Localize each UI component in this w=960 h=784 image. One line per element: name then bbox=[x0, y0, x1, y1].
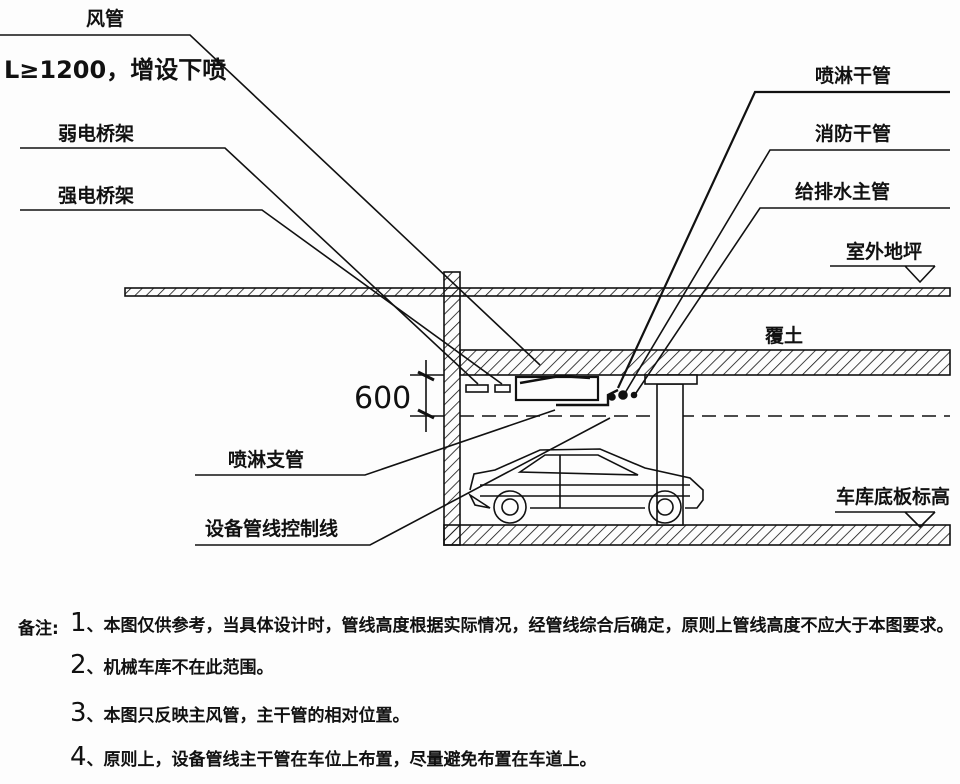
outdoor-grade-label: 室外地坪 bbox=[846, 240, 922, 263]
dimension-600: 600 bbox=[354, 381, 411, 416]
add-sprinkler-label: L≥1200，增设下喷 bbox=[4, 56, 226, 84]
weak-tray-shape bbox=[465, 384, 489, 393]
notes-title: 备注: bbox=[18, 619, 59, 639]
column-cap bbox=[644, 374, 698, 385]
note-number: 1 bbox=[70, 608, 87, 638]
sprinkler-main-leader bbox=[617, 90, 950, 389]
air-duct-label: 风管 bbox=[86, 7, 124, 30]
garage-floor-mark bbox=[835, 511, 936, 529]
note-3: 3、本图只反映主风管，主干管的相对位置。 bbox=[70, 698, 410, 728]
pipe-circle bbox=[630, 391, 638, 399]
sprinkler-branch-label: 喷淋支管 bbox=[228, 448, 304, 471]
ground-line bbox=[124, 287, 951, 297]
strong-tray-label: 强电桥架 bbox=[58, 184, 134, 207]
garage-floor-label: 车库底板标高 bbox=[836, 485, 950, 508]
control-line-leader bbox=[195, 417, 611, 546]
weak-tray-label: 弱电桥架 bbox=[58, 122, 134, 145]
note-4: 4、原则上，设备管线主干管在车位上布置，尽量避免布置在车道上。 bbox=[70, 742, 597, 772]
floor-slab bbox=[443, 524, 951, 546]
water-main-leader bbox=[635, 207, 950, 394]
water-main-label: 给排水主管 bbox=[795, 180, 890, 203]
strong-tray-leader bbox=[20, 209, 503, 385]
fire-main-leader bbox=[624, 149, 950, 394]
sprinkler-pipe bbox=[556, 388, 619, 407]
sprinkler-branch-leader bbox=[195, 409, 556, 476]
car-icon bbox=[467, 448, 704, 524]
column bbox=[656, 383, 684, 526]
sprinkler-main-label: 喷淋干管 bbox=[815, 64, 891, 87]
pipe-circle bbox=[608, 393, 616, 401]
strong-tray-shape bbox=[494, 384, 511, 393]
air-duct-leader bbox=[0, 34, 541, 366]
note-number: 2 bbox=[70, 650, 87, 680]
control-line-label: 设备管线控制线 bbox=[205, 517, 338, 540]
roof-slab bbox=[459, 349, 951, 376]
soil-cover-label: 覆土 bbox=[764, 325, 803, 347]
note-number: 3 bbox=[70, 698, 87, 728]
note-number: 4 bbox=[70, 742, 87, 772]
note-text: 、原则上，设备管线主干管在车位上布置，尽量避免布置在车道上。 bbox=[86, 750, 597, 770]
note-text: 、本图只反映主风管，主干管的相对位置。 bbox=[86, 706, 410, 726]
outdoor-grade-mark bbox=[830, 265, 936, 284]
note-text: 、本图仅供参考，当具体设计时，管线高度根据实际情况，经管线综合后确定，原则上管线… bbox=[86, 616, 954, 636]
fire-main-label: 消防干管 bbox=[815, 122, 891, 145]
note-text: 、机械车库不在此范围。 bbox=[86, 658, 274, 678]
note-1: 1、本图仅供参考，当具体设计时，管线高度根据实际情况，经管线综合后确定，原则上管… bbox=[70, 608, 954, 638]
weak-tray-leader bbox=[20, 147, 479, 385]
note-2: 2、机械车库不在此范围。 bbox=[70, 650, 274, 680]
